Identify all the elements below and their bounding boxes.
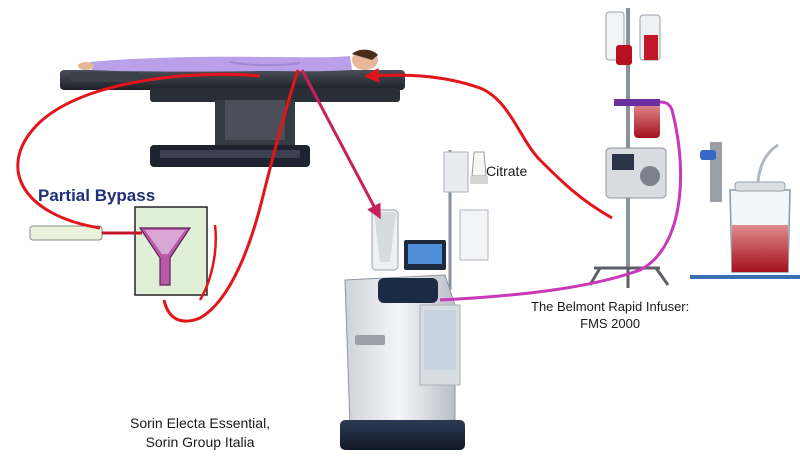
blood-reservoir-canister bbox=[690, 142, 800, 279]
sorin-label-line2: Sorin Group Italia bbox=[130, 433, 270, 452]
belmont-infuser bbox=[590, 8, 668, 288]
citrate-label: Citrate bbox=[486, 163, 527, 179]
partial-bypass-reservoir bbox=[30, 207, 207, 295]
operating-table bbox=[60, 70, 405, 167]
belmont-infuser-label: The Belmont Rapid Infuser: FMS 2000 bbox=[531, 298, 689, 332]
belmont-label-line2: FMS 2000 bbox=[531, 315, 689, 332]
patient-figure bbox=[78, 50, 378, 72]
sorin-machine-label: Sorin Electa Essential, Sorin Group Ital… bbox=[130, 414, 270, 452]
belmont-label-line1: The Belmont Rapid Infuser: bbox=[531, 298, 689, 315]
partial-bypass-label: Partial Bypass bbox=[38, 186, 155, 206]
return-line-right-to-patient bbox=[370, 75, 612, 218]
sorin-label-line1: Sorin Electa Essential, bbox=[130, 414, 270, 433]
